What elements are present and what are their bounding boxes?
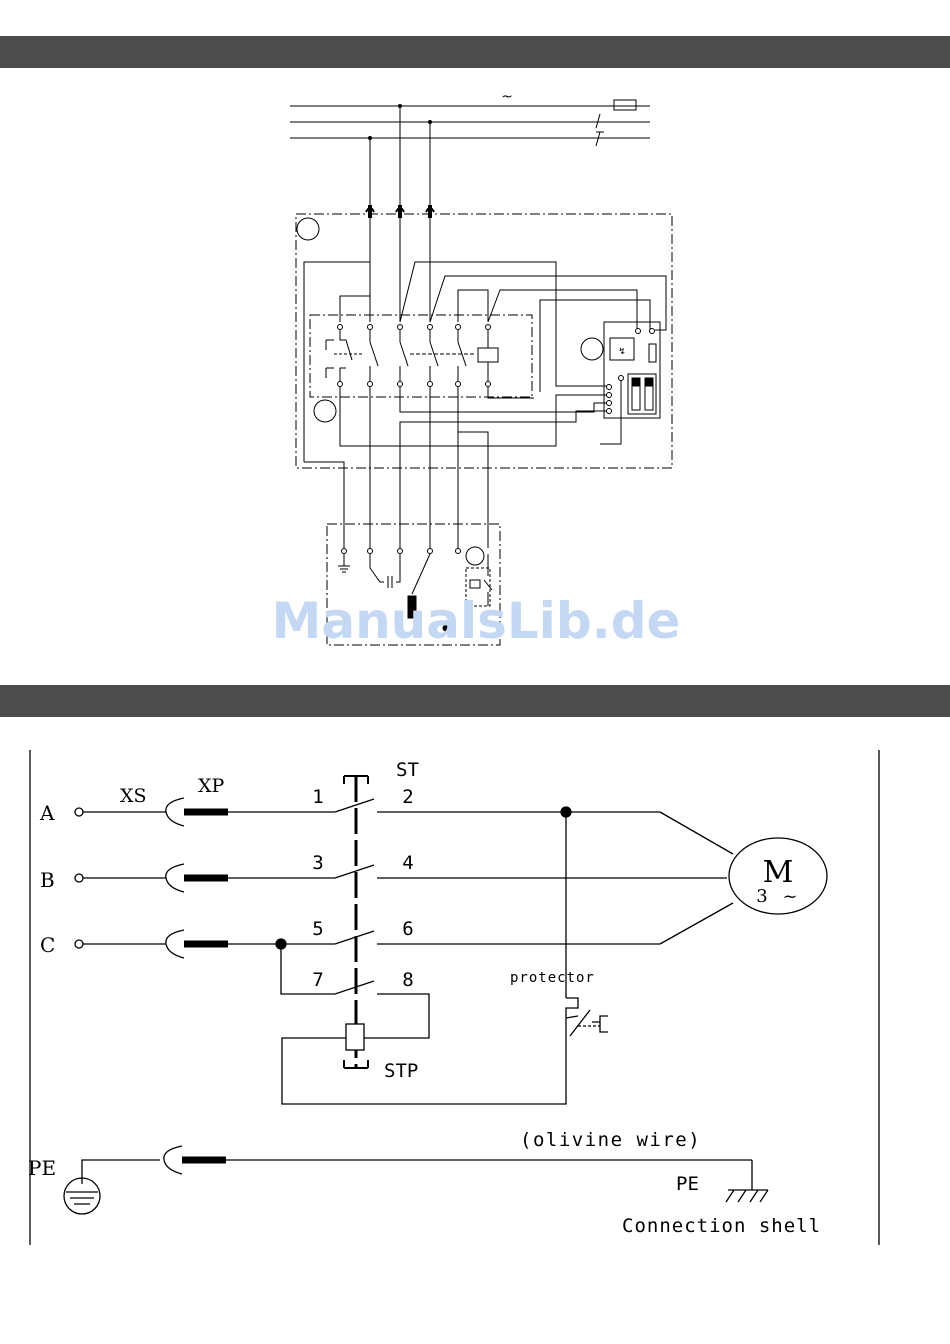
protector-label: protector xyxy=(510,970,595,986)
chassis-ground-icon xyxy=(726,1190,768,1202)
xp-label: XP xyxy=(198,775,225,797)
connection-shell-label: Connection shell xyxy=(622,1215,821,1237)
socket-c-icon xyxy=(166,930,184,958)
pe-label-right: PE xyxy=(676,1173,699,1195)
switch-label: ST xyxy=(396,759,419,781)
contact-5: 5 xyxy=(312,918,323,940)
contact-1: 1 xyxy=(312,786,323,808)
phase-label-c: C xyxy=(40,933,55,957)
socket-a-icon xyxy=(166,798,184,826)
olivine-wire-label: (olivine wire) xyxy=(520,1129,701,1151)
xs-label: XS xyxy=(120,785,147,807)
contact-7: 7 xyxy=(312,969,323,991)
socket-pe-icon xyxy=(164,1146,182,1174)
contact-6: 6 xyxy=(402,918,413,940)
pe-label-left: PE xyxy=(28,1156,56,1180)
socket-b-icon xyxy=(166,864,184,892)
protector-icon xyxy=(566,998,608,1040)
contact-8: 8 xyxy=(402,969,413,991)
motor-phase: 3 xyxy=(756,886,767,907)
contact-4: 4 xyxy=(402,852,413,874)
contact-2: 2 xyxy=(402,786,413,808)
phase-label-b: B xyxy=(40,868,55,892)
stop-label: STP xyxy=(384,1060,418,1082)
motor-letter: M xyxy=(763,855,794,890)
motor-ac: ~ xyxy=(782,886,797,907)
stop-coil xyxy=(346,1024,364,1050)
phase-label-a: A xyxy=(39,801,55,825)
contact-3: 3 xyxy=(312,852,323,874)
